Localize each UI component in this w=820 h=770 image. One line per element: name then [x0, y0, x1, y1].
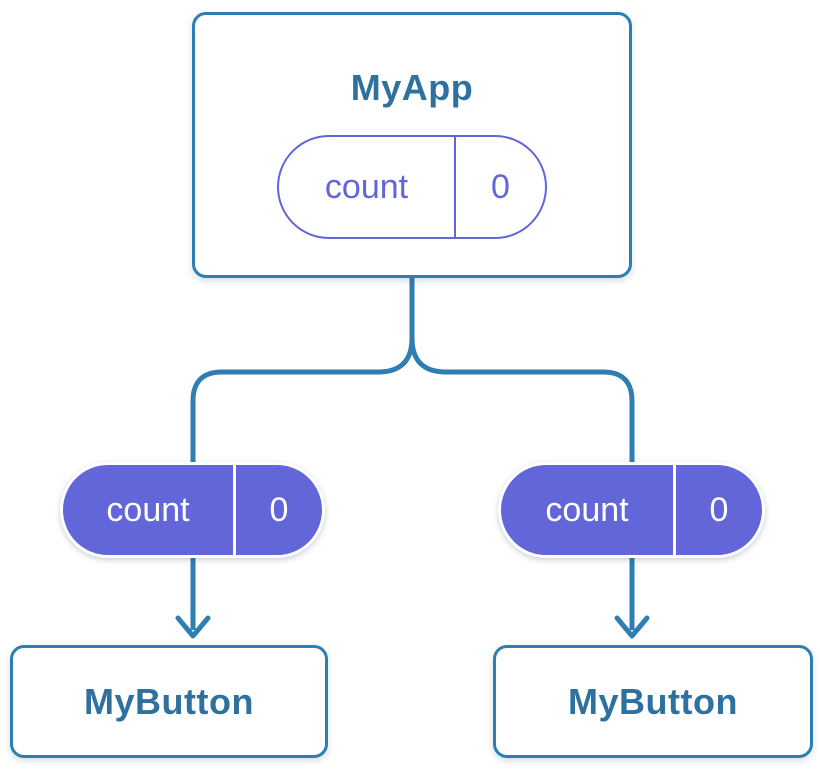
component-title: MyButton	[84, 680, 254, 722]
state-name: count	[279, 137, 456, 237]
prop-value: 0	[269, 490, 289, 529]
component-title: MyApp	[350, 67, 474, 108]
component-card-myapp: MyApp count 0	[192, 12, 632, 278]
prop-name: count	[63, 465, 236, 555]
prop-pill-left: count 0	[60, 462, 325, 558]
state-pill: count 0	[277, 135, 547, 239]
prop-name: count	[501, 465, 676, 555]
prop-pill-right: count 0	[498, 462, 765, 558]
edge-right-line	[409, 277, 635, 630]
arrow-down-icon	[614, 615, 650, 639]
component-title: MyButton	[568, 680, 738, 722]
prop-value: 0	[709, 490, 729, 529]
arrow-down-icon	[175, 615, 211, 639]
state-value: 0	[491, 167, 510, 206]
component-card-mybutton-right: MyButton	[493, 645, 813, 758]
edge-left-line	[190, 277, 415, 630]
component-card-mybutton-left: MyButton	[10, 645, 328, 758]
